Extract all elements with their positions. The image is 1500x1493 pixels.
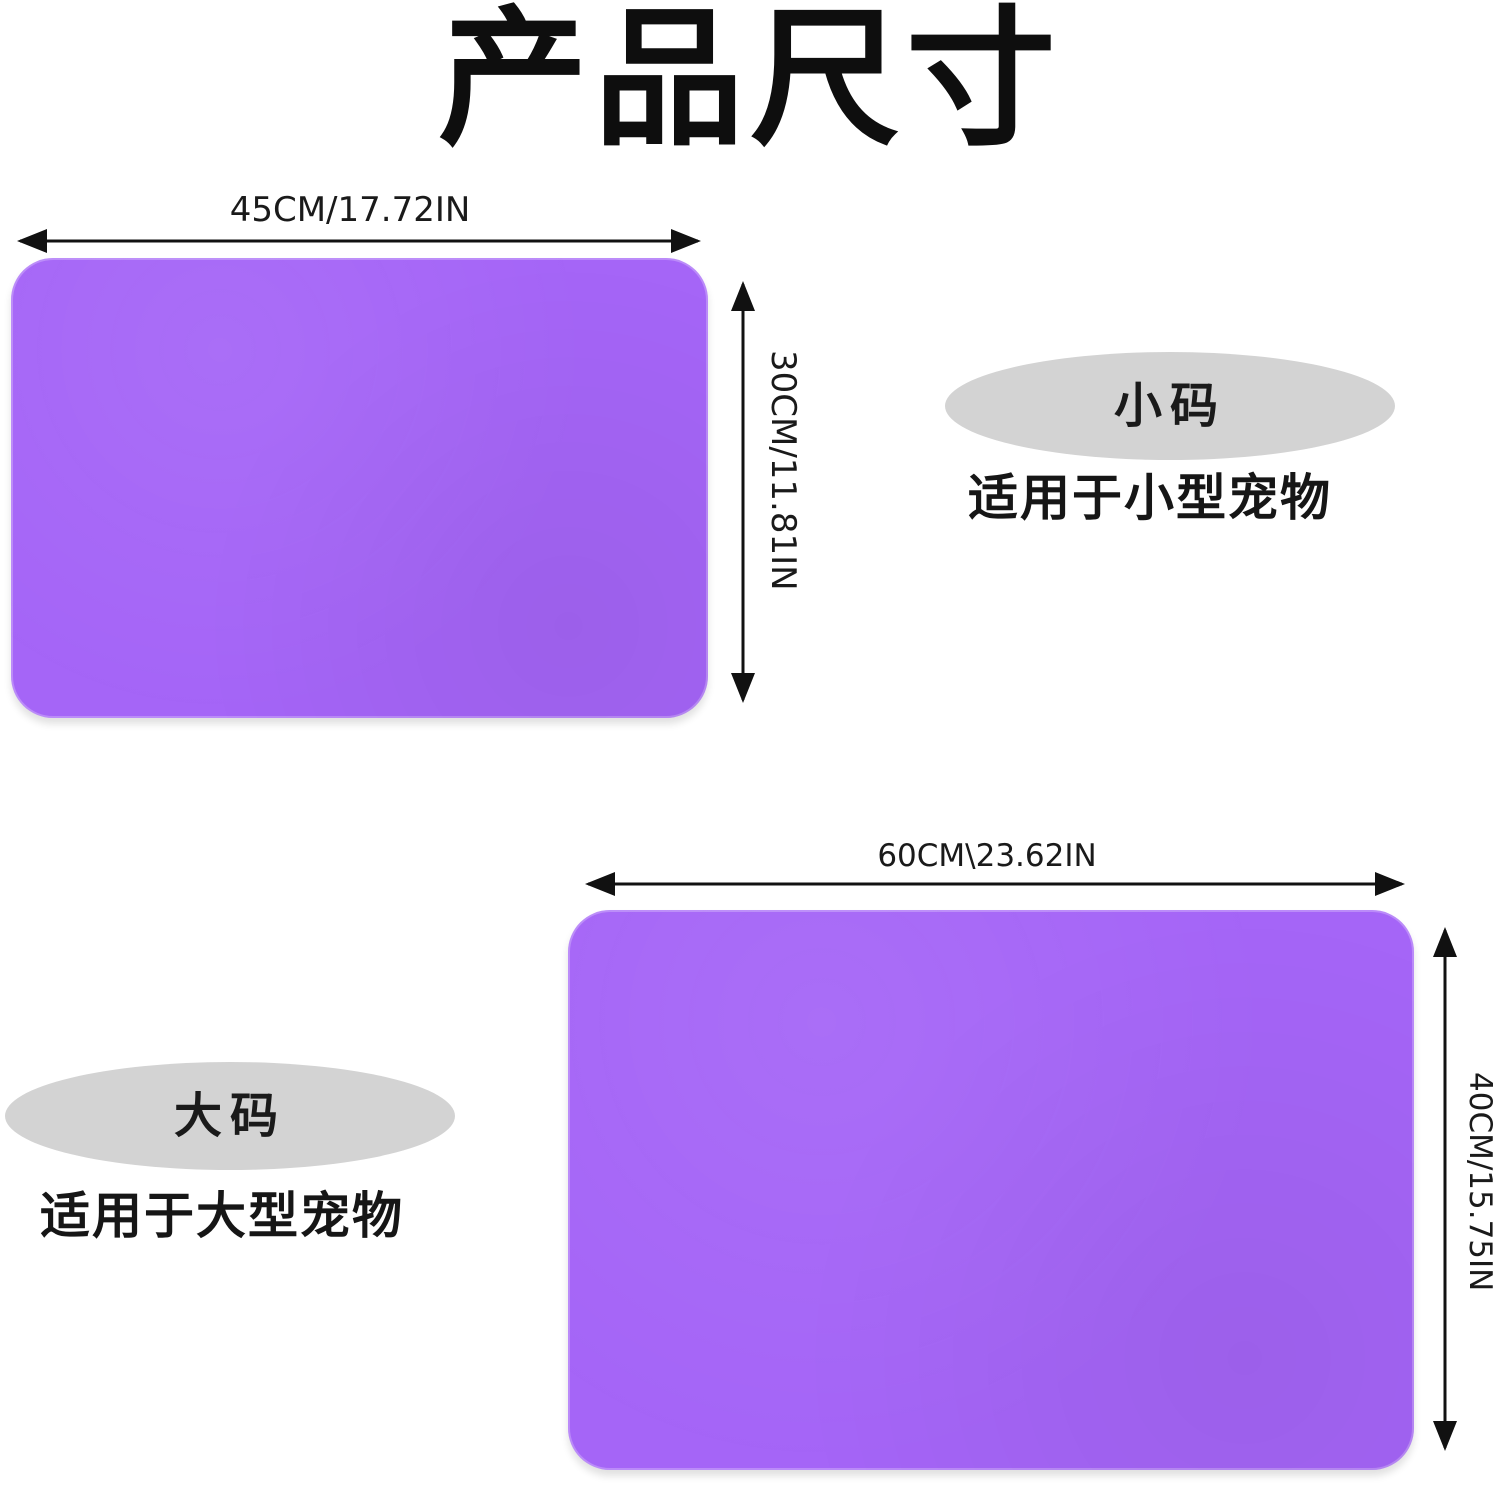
large-width-label: 60CM\23.62IN <box>877 838 1097 874</box>
large-mat-image <box>568 910 1414 1470</box>
small-size-badge: 小码 <box>945 352 1395 460</box>
large-size-badge: 大码 <box>5 1062 455 1170</box>
small-width-label: 45CM/17.72IN <box>229 190 471 230</box>
small-mat-image <box>11 258 708 718</box>
mat-texture <box>11 258 708 718</box>
large-size-description: 适用于大型宠物 <box>40 1187 404 1245</box>
mat-texture <box>568 910 1414 1470</box>
page-title: 产品尺寸 <box>437 0 1062 167</box>
small-size-description: 适用于小型宠物 <box>968 469 1332 527</box>
